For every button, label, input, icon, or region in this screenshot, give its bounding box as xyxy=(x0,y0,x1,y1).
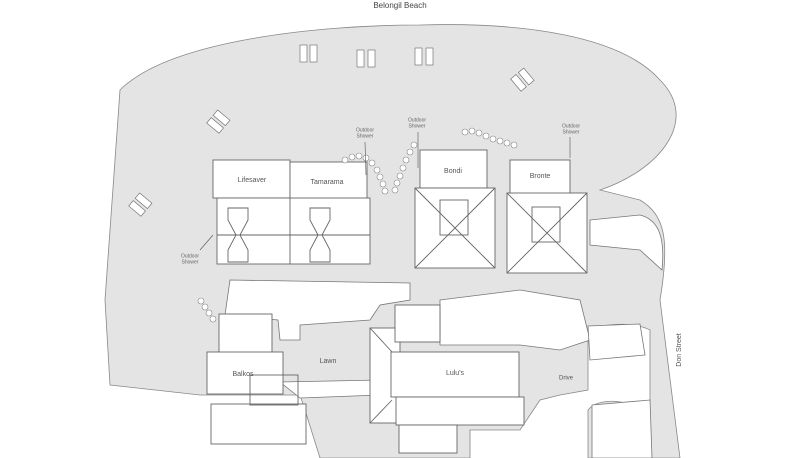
lifesaver-tamarama-roof xyxy=(216,197,371,265)
open-area-2 xyxy=(439,289,591,351)
balkos-lower xyxy=(210,403,307,445)
balkos-annex xyxy=(218,313,273,355)
outdoor-shower-label: Outdoor Shower xyxy=(355,127,375,139)
outdoor-shower-label: Outdoor Shower xyxy=(180,253,200,265)
beach-path xyxy=(589,214,664,271)
bondi-building xyxy=(419,149,488,189)
balkos-label[interactable]: Balkos xyxy=(232,371,254,379)
beach-label: Belongil Beach xyxy=(373,1,427,10)
outdoor-shower-label: Outdoor Shower xyxy=(561,123,581,135)
lulus-garage xyxy=(398,424,458,454)
lifesaver-label[interactable]: Lifesaver xyxy=(237,177,267,185)
lulus-top xyxy=(394,304,441,343)
drive-island xyxy=(587,323,646,361)
lulus-label[interactable]: Lulu's xyxy=(445,370,465,378)
lulus-building xyxy=(390,351,520,398)
stepping-stones xyxy=(197,127,518,323)
sunbeds xyxy=(128,44,535,217)
lulus-lower xyxy=(395,396,525,426)
lawn-label: Lawn xyxy=(319,358,337,366)
balkos-building xyxy=(206,351,284,395)
bronte-label[interactable]: Bronte xyxy=(529,173,551,181)
drive-label: Drive xyxy=(558,375,574,382)
shower-leaders xyxy=(199,132,571,251)
outdoor-shower-label: Outdoor Shower xyxy=(407,117,427,129)
don-street-label: Don Street xyxy=(676,333,684,367)
drive-island-2 xyxy=(591,399,653,458)
bondi-label[interactable]: Bondi xyxy=(444,168,462,176)
tamarama-building xyxy=(289,161,368,201)
tamarama-label[interactable]: Tamarama xyxy=(310,179,344,187)
bronte-building xyxy=(509,159,571,196)
